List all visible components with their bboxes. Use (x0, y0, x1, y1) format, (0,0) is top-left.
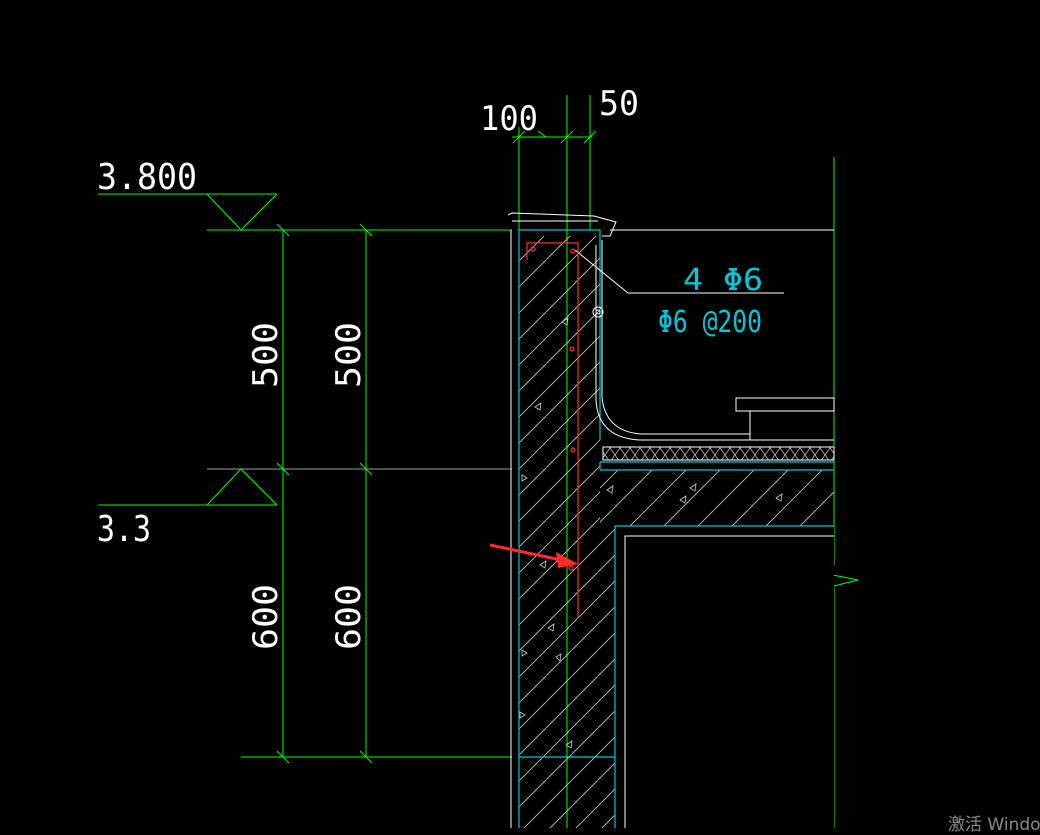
rebar-longitudinal-label: 4 Φ6 (683, 263, 763, 298)
dimension-label-600-inner: 600 (329, 584, 369, 650)
finish-outlines (507, 212, 835, 828)
dimension-label-100: 100 (480, 99, 538, 139)
red-arrow-pointer (489, 543, 578, 568)
parapet-wall (519, 236, 835, 828)
activation-watermark: 激活 Windows (948, 815, 1040, 835)
aggregate-marks (519, 317, 783, 749)
elevation-label-bottom: 3.3 (97, 509, 151, 550)
dimension-label-500-inner: 500 (329, 322, 369, 388)
elevation-label-top: 3.800 (97, 157, 197, 198)
concrete-outline (518, 229, 834, 828)
dimension-label-600-outer: 600 (246, 584, 286, 650)
dimension-label-500-outer: 500 (246, 322, 286, 388)
dimension-label-50: 50 (599, 84, 639, 124)
rebar-lines (526, 242, 579, 618)
rebar-stirrup-label: Φ6 @200 (658, 305, 762, 340)
